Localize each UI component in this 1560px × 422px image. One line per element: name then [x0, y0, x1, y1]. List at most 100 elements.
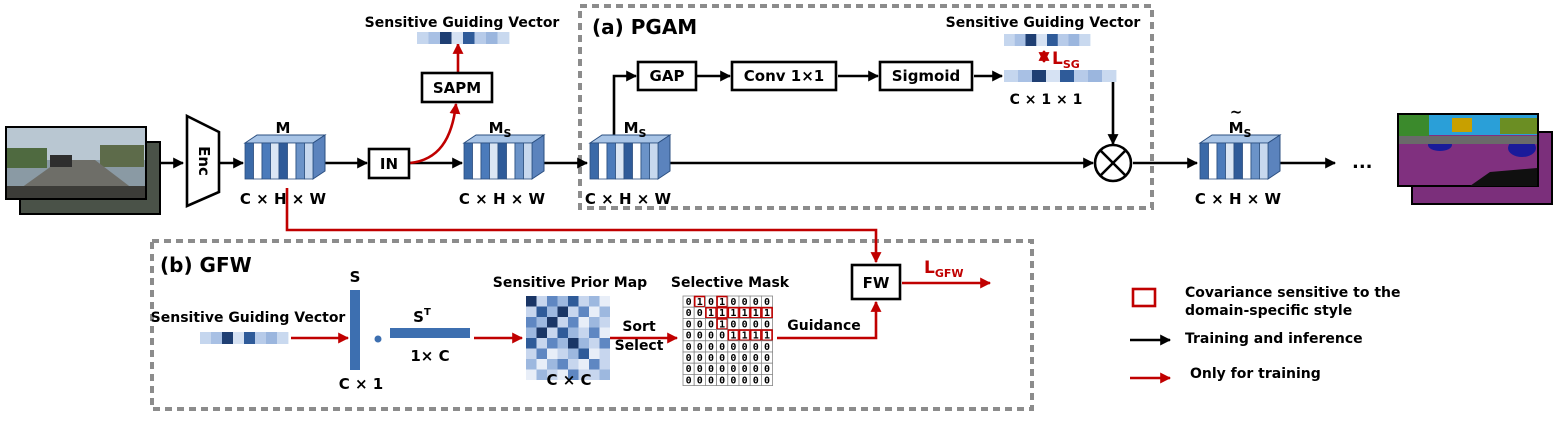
mask-cell: 0 — [697, 353, 703, 364]
mask-cell: 0 — [753, 364, 759, 375]
ellipsis: ... — [1352, 152, 1373, 173]
feature-map-m — [243, 134, 327, 180]
s-vector — [350, 290, 360, 370]
mask-cell: 1 — [753, 308, 759, 319]
mask-cell: 0 — [719, 364, 725, 375]
mask-cell: 0 — [742, 342, 748, 353]
dim-label: C × H × W — [585, 190, 672, 208]
input-image-stack — [5, 126, 161, 215]
ms-tilde-label: MS — [1229, 119, 1252, 140]
mask-cell: 0 — [719, 331, 725, 342]
mask-cell: 0 — [708, 353, 714, 364]
m-label: M — [276, 119, 291, 137]
ms-label: MS — [624, 119, 647, 140]
dim-label: C × H × W — [240, 190, 327, 208]
mask-cell: 1 — [753, 331, 759, 342]
c1-label: C × 1 — [339, 375, 383, 393]
feature-map-ms-tilde — [1198, 134, 1282, 180]
spm-label: Sensitive Prior Map — [493, 275, 647, 291]
fw-block — [850, 263, 902, 301]
mask-cell: 0 — [730, 319, 736, 330]
mask-cell: 1 — [719, 308, 725, 319]
output-segmentation-front — [1397, 113, 1539, 187]
mask-cell: 0 — [764, 319, 770, 330]
mask-cell: 1 — [764, 331, 770, 342]
lgfw-label: LGFW — [924, 258, 964, 280]
mask-cell: 0 — [753, 342, 759, 353]
ms-label: MS — [489, 119, 512, 140]
st-label: ST — [413, 307, 431, 326]
lsg-label: LSG — [1052, 49, 1080, 71]
sigmoid-label: Sigmoid — [892, 67, 961, 85]
dim-label: C × H × W — [1195, 190, 1282, 208]
sapm-block — [420, 71, 494, 104]
mask-cell: 0 — [719, 342, 725, 353]
pgam-region — [578, 4, 1154, 210]
mask-cell: 0 — [764, 353, 770, 364]
mask-cell: 0 — [764, 375, 770, 386]
conv-block — [730, 60, 838, 92]
mask-cell: 0 — [697, 342, 703, 353]
mask-cell: 0 — [708, 297, 714, 308]
mask-cell: 0 — [708, 342, 714, 353]
mask-cell: 1 — [730, 308, 736, 319]
mask-cell: 0 — [730, 297, 736, 308]
mask-cell: 0 — [686, 308, 692, 319]
mask-cell: 0 — [719, 353, 725, 364]
gap-label: GAP — [650, 67, 685, 85]
mask-cell: 0 — [686, 364, 692, 375]
mask-cell: 0 — [708, 319, 714, 330]
cxc-label: C × C — [546, 371, 591, 389]
gap-block — [636, 60, 698, 92]
mask-cell: 1 — [708, 308, 714, 319]
mask-cell: 0 — [753, 375, 759, 386]
encoder-label: Enc — [195, 146, 213, 176]
one-c-label: 1× C — [410, 347, 449, 365]
mask-cell: 0 — [686, 375, 692, 386]
mask-cell: 0 — [686, 353, 692, 364]
select-label: Select — [615, 338, 664, 354]
legend-training-inference: Training and inference — [1185, 331, 1363, 347]
mask-cell: 0 — [753, 353, 759, 364]
input-image-front — [5, 126, 147, 200]
legend-covariance-text: Covariance sensitive to the — [1185, 285, 1401, 301]
mask-cell: 0 — [708, 331, 714, 342]
mask-cell: 1 — [719, 319, 725, 330]
mask-cell: 0 — [753, 319, 759, 330]
sigmoid-block — [878, 60, 974, 92]
pgam-title: (a) PGAM — [592, 15, 697, 39]
mask-cell: 0 — [742, 297, 748, 308]
in-label: IN — [380, 155, 398, 173]
mask-cell: 1 — [719, 297, 725, 308]
mask-cell: 0 — [686, 342, 692, 353]
mask-cell: 0 — [686, 297, 692, 308]
legend: Covariance sensitive to the domain-speci… — [1130, 285, 1401, 384]
sgv-label: Sensitive Guiding Vector — [151, 310, 346, 326]
mask-cell: 0 — [697, 319, 703, 330]
legend-covariance-icon — [1131, 287, 1157, 308]
mask-cell: 0 — [742, 319, 748, 330]
mask-cell: 0 — [708, 375, 714, 386]
gfw-title: (b) GFW — [160, 253, 252, 277]
mask-cell: 0 — [697, 308, 703, 319]
mask-cell: 0 — [697, 331, 703, 342]
mask-cell: 0 — [764, 364, 770, 375]
mask-cell: 1 — [697, 297, 703, 308]
c11-label: C × 1 × 1 — [1010, 92, 1083, 108]
sgv-label: Sensitive Guiding Vector — [946, 15, 1141, 31]
mask-cell: 0 — [697, 364, 703, 375]
sapm-label: SAPM — [433, 79, 481, 97]
mask-cell: 1 — [742, 308, 748, 319]
mask-cell: 0 — [742, 375, 748, 386]
fw-label: FW — [863, 274, 890, 292]
mask-cell: 0 — [742, 353, 748, 364]
mask-cell: 0 — [686, 331, 692, 342]
mask-cell: 0 — [764, 297, 770, 308]
multiply-operator — [1093, 143, 1133, 183]
st-vector — [390, 328, 470, 338]
sort-label: Sort — [622, 319, 656, 335]
mask-cell: 0 — [753, 297, 759, 308]
mask-cell: 0 — [708, 364, 714, 375]
